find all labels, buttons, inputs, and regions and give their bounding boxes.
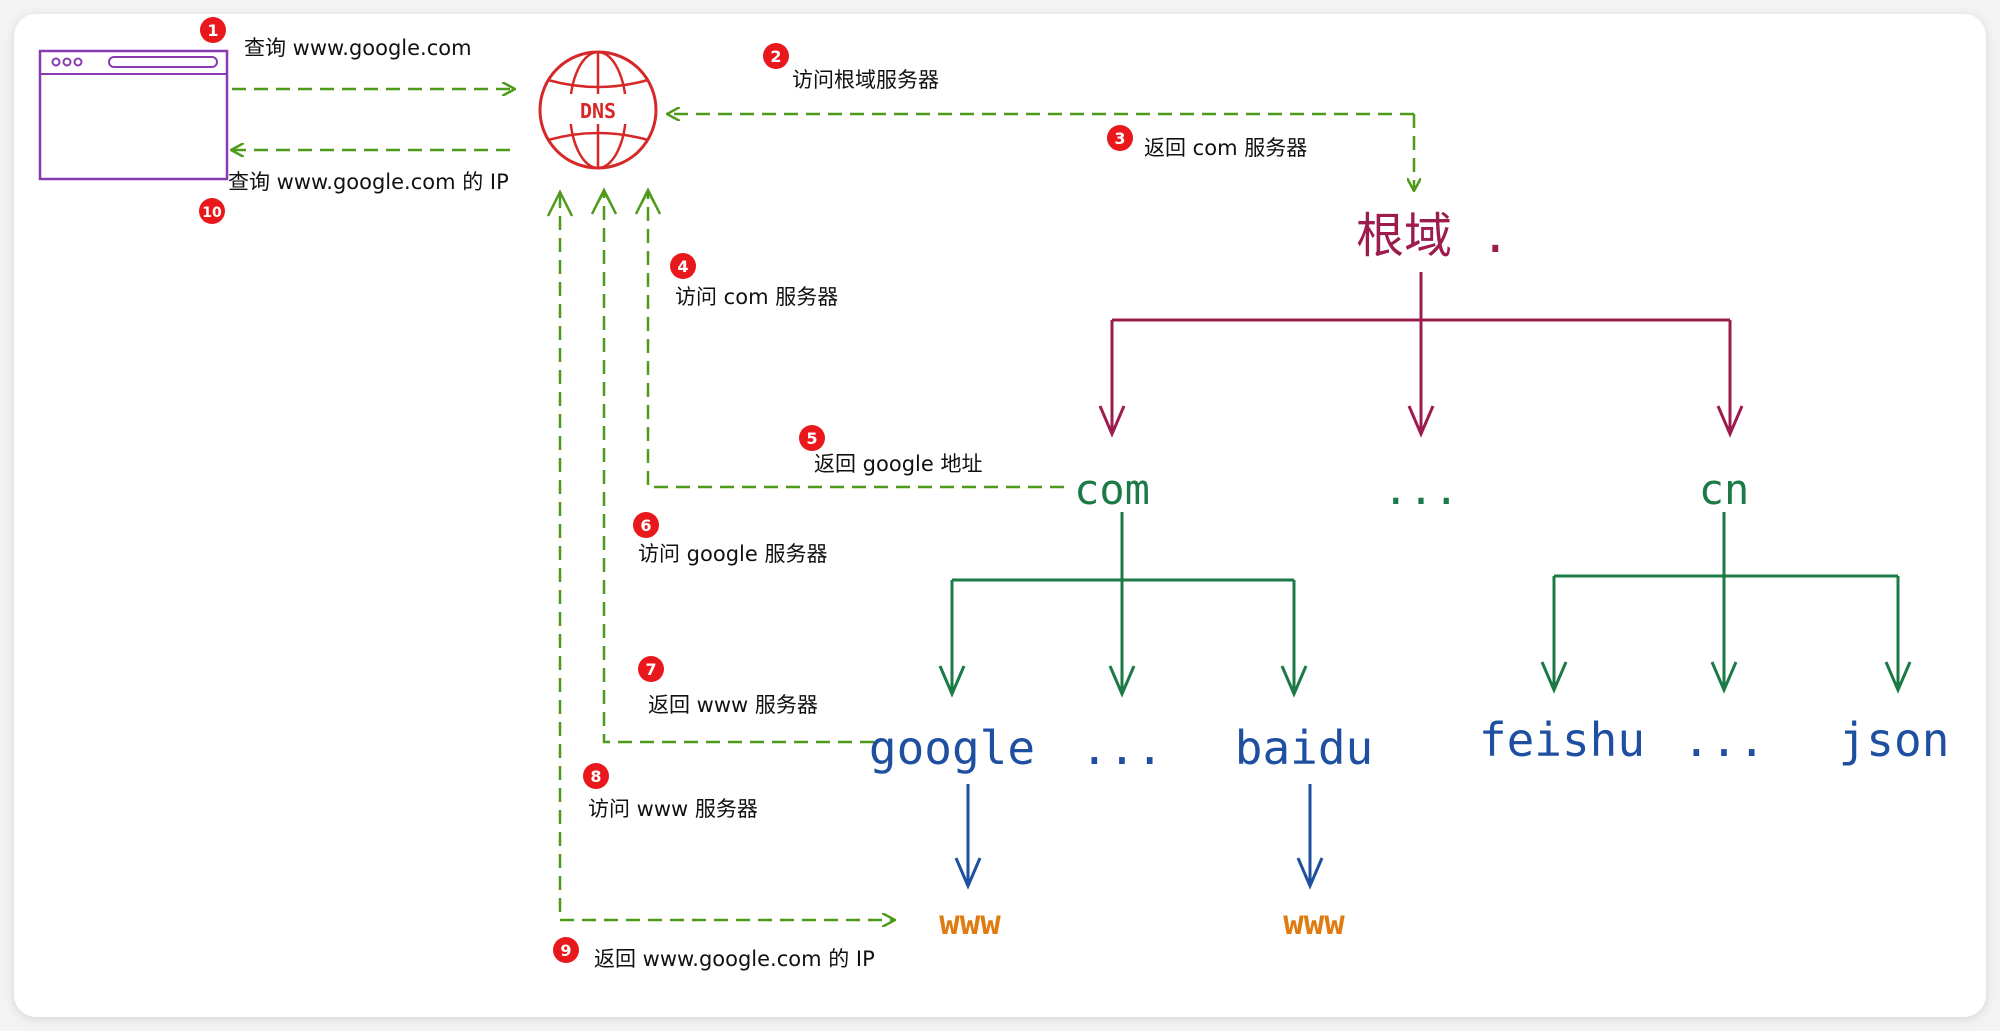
step-7: 7 返回 www 服务器 <box>638 656 818 717</box>
dns-globe-icon: DNS <box>538 50 658 170</box>
svg-text:7: 7 <box>645 660 656 679</box>
root-arrow-com <box>1098 405 1126 438</box>
svg-text:3: 3 <box>1114 129 1125 148</box>
domain-cn-ellipsis-label: ... <box>1682 713 1765 767</box>
step-9: 9 返回 www.google.com 的 IP <box>553 937 875 971</box>
diagram-canvas: DNS <box>14 14 1986 1017</box>
step-4-label: 访问 com 服务器 <box>675 285 838 309</box>
cn-arrow-feishu <box>1540 661 1568 694</box>
step-6-label: 访问 google 服务器 <box>638 542 827 566</box>
arrowhead-up-4 <box>634 187 662 215</box>
svg-text:1: 1 <box>207 21 218 40</box>
svg-text:5: 5 <box>806 429 817 448</box>
com-arrow-baidu <box>1280 665 1308 698</box>
root-domain-label: 根域 . <box>1356 208 1510 264</box>
domain-baidu-label: baidu <box>1235 721 1373 775</box>
step-10-label: 查询 www.google.com 的 IP <box>228 170 509 194</box>
domain-ellipsis-label: ... <box>1080 721 1163 775</box>
step-4: 4 访问 com 服务器 <box>670 253 838 309</box>
domain-google-label: google <box>869 721 1035 775</box>
www-google-label: www <box>939 903 1001 943</box>
arrowhead-up-8 <box>546 189 574 217</box>
step-2-label: 访问根域服务器 <box>792 68 939 92</box>
step-2: 2 访问根域服务器 <box>763 43 939 92</box>
tld-ellipsis-label: ... <box>1383 465 1459 514</box>
www-baidu-label: www <box>1283 903 1345 943</box>
step-8: 8 访问 www 服务器 <box>583 763 758 821</box>
step-6: 6 访问 google 服务器 <box>633 512 827 566</box>
google-arrow-www <box>954 857 982 890</box>
svg-text:6: 6 <box>640 516 651 535</box>
step-1-label: 查询 www.google.com <box>244 36 472 60</box>
step-9-label: 返回 www.google.com 的 IP <box>594 947 875 971</box>
tld-cn-label: cn <box>1699 465 1750 514</box>
root-arrow-cn <box>1716 405 1744 438</box>
arrowhead-up-6 <box>590 187 618 215</box>
domain-json-label: json <box>1839 713 1950 767</box>
dns-resolution-diagram: DNS <box>38 17 1950 971</box>
svg-text:9: 9 <box>560 941 571 960</box>
tld-com-label: com <box>1074 465 1150 514</box>
svg-text:10: 10 <box>202 205 222 221</box>
cn-arrow-dots <box>1710 661 1738 694</box>
flow-arrow-6-7 <box>604 192 874 744</box>
com-arrow-dots <box>1108 665 1136 698</box>
baidu-arrow-www <box>1296 857 1324 890</box>
cn-arrow-json <box>1884 661 1912 694</box>
svg-text:4: 4 <box>677 257 688 276</box>
browser-window-icon <box>38 49 229 181</box>
step-7-label: 返回 www 服务器 <box>648 693 818 717</box>
step-8-label: 访问 www 服务器 <box>588 797 758 821</box>
dns-label: DNS <box>580 99 616 123</box>
root-arrow-dots <box>1407 405 1435 438</box>
step-3: 3 返回 com 服务器 <box>1107 125 1307 160</box>
com-arrow-google <box>938 665 966 698</box>
flow-arrow-4-5 <box>648 192 1064 489</box>
step-1: 1 查询 www.google.com <box>200 17 472 60</box>
step-5: 5 返回 google 地址 <box>799 425 982 476</box>
step-3-label: 返回 com 服务器 <box>1144 136 1307 160</box>
domain-feishu-label: feishu <box>1479 713 1645 767</box>
step-5-label: 返回 google 地址 <box>814 452 982 476</box>
step-10: 10 查询 www.google.com 的 IP <box>199 170 509 224</box>
svg-text:2: 2 <box>770 47 781 66</box>
flow-arrow-8-9 <box>558 194 894 920</box>
svg-text:8: 8 <box>590 767 601 786</box>
